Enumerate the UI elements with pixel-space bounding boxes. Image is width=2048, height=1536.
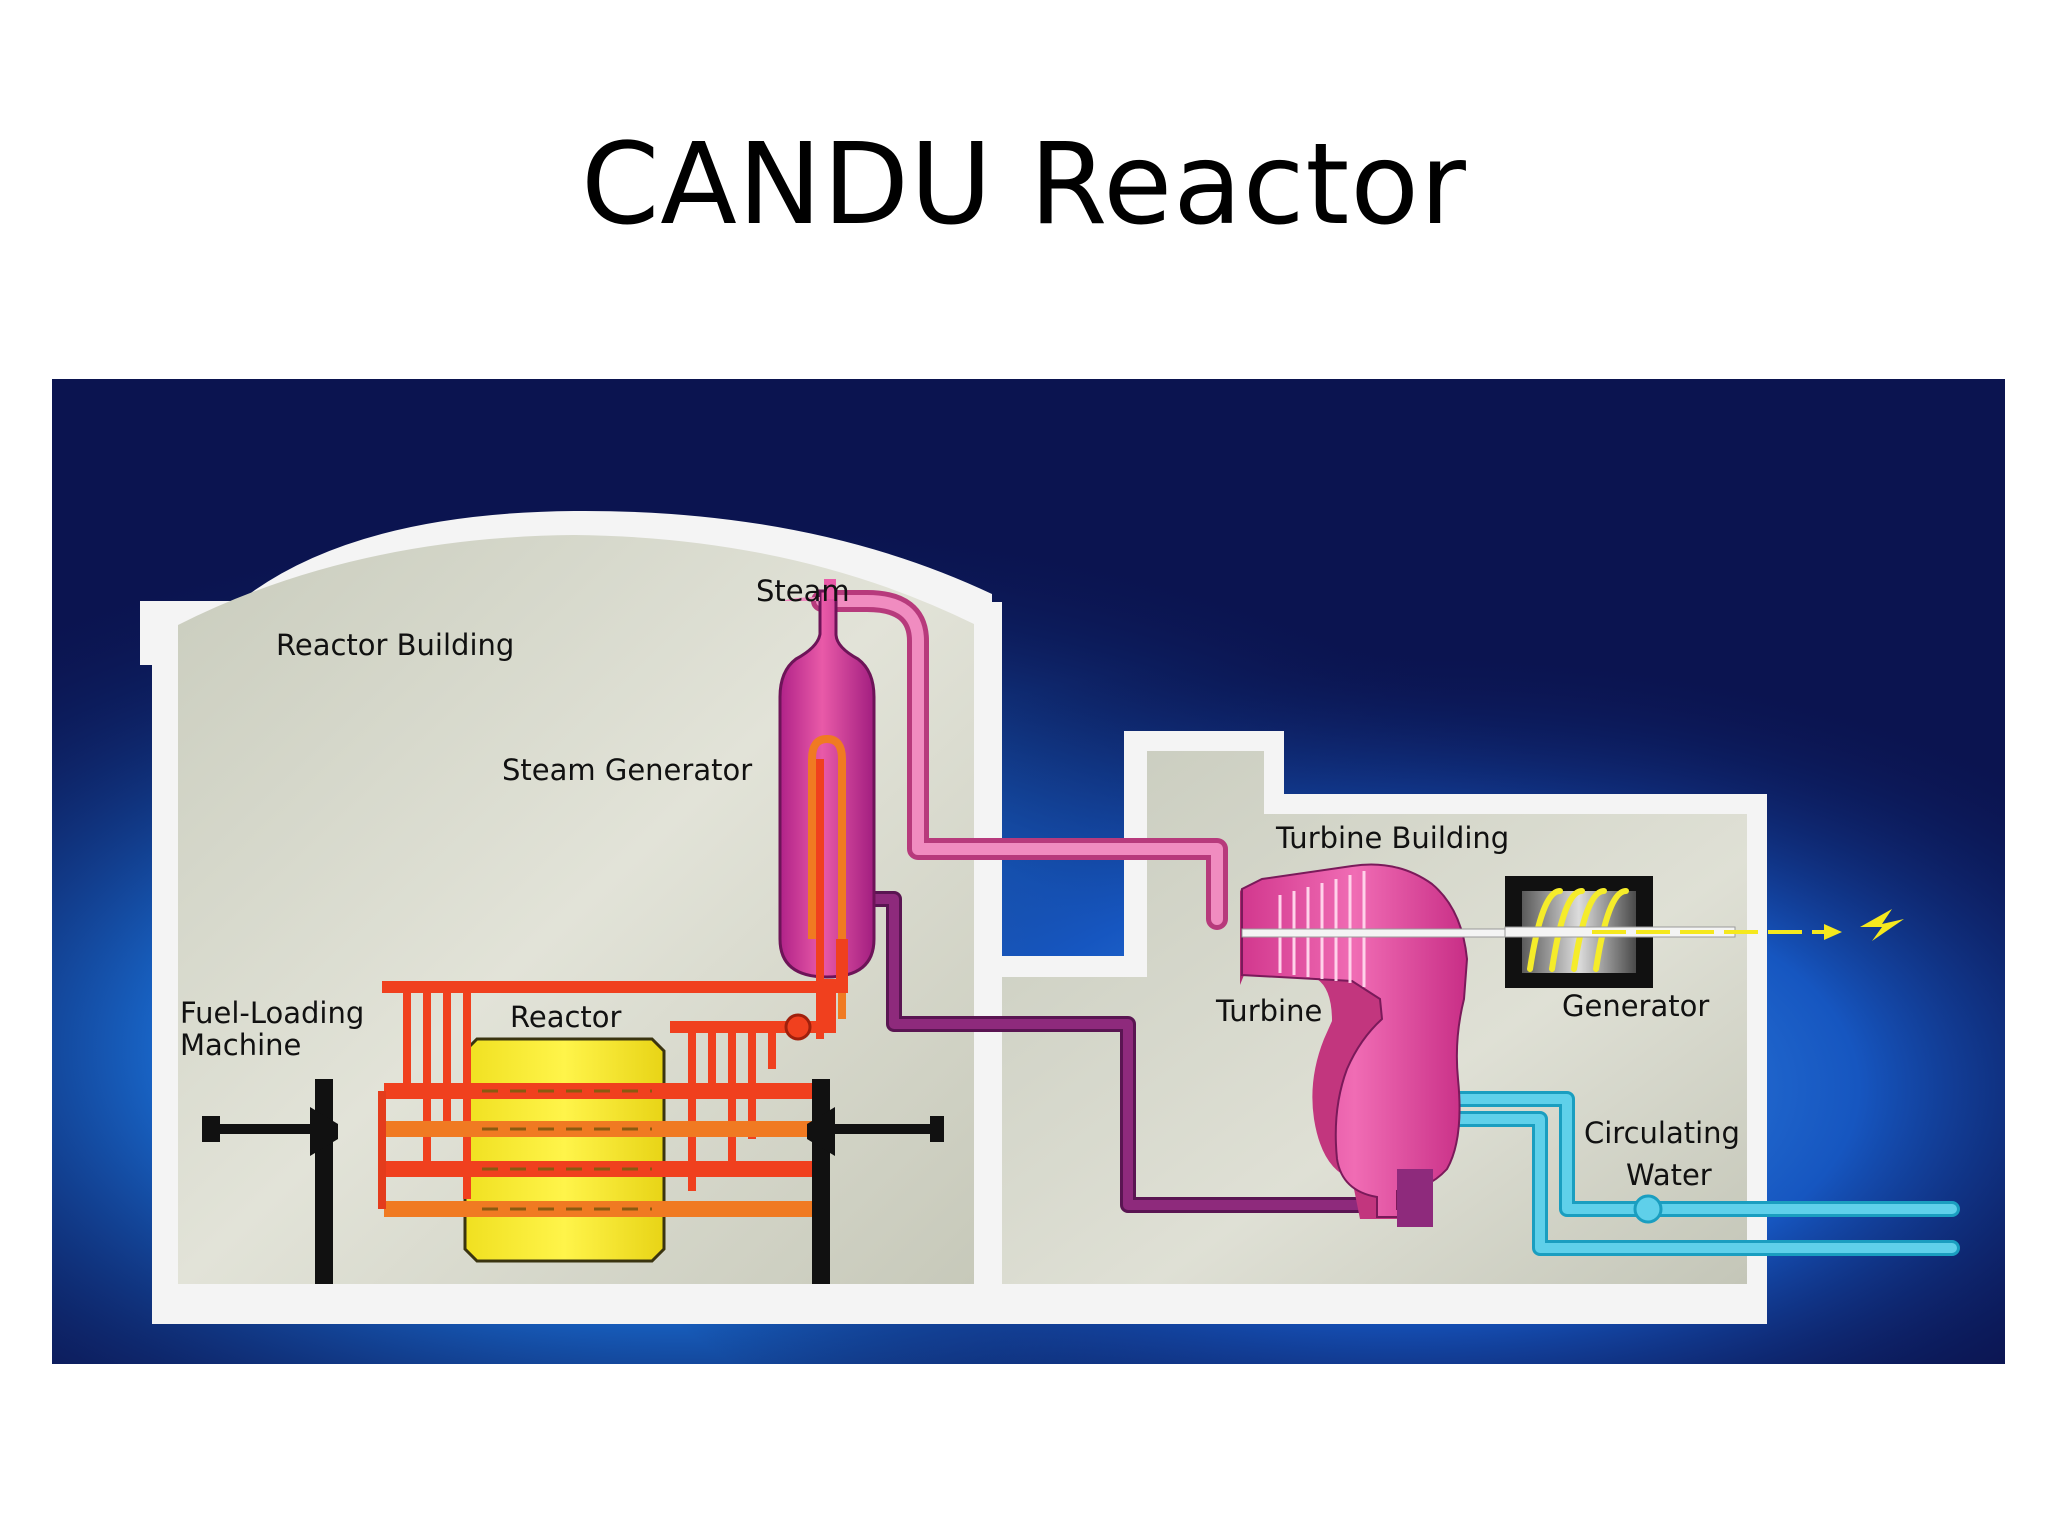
reactor-core — [463, 1037, 666, 1263]
label-fuel-loading: Fuel-Loading — [180, 996, 364, 1030]
label-turbine: Turbine — [1215, 994, 1322, 1028]
label-generator: Generator — [1562, 989, 1709, 1023]
label-circulating: Circulating — [1584, 1116, 1740, 1150]
fuel-loading-machine-left — [202, 1079, 338, 1284]
turbine — [1240, 863, 1563, 1227]
slide-title: CANDU Reactor — [581, 120, 1467, 250]
label-turbine-building: Turbine Building — [1275, 821, 1509, 855]
electricity-output — [1592, 909, 1904, 941]
coolant-pump — [784, 1013, 812, 1041]
label-reactor-building: Reactor Building — [276, 628, 514, 662]
candu-diagram: Steam Reactor Building Steam Generator T… — [52, 379, 2005, 1364]
steam-pipe — [811, 590, 1228, 930]
label-fuel-loading-machine: Machine — [180, 1028, 301, 1062]
label-steam-generator: Steam Generator — [502, 753, 752, 787]
lightning-bolt-icon — [1860, 909, 1904, 941]
fuel-loading-machine-right — [807, 1079, 944, 1284]
diagram-svg: Steam Reactor Building Steam Generator T… — [52, 379, 2005, 1364]
label-circulating-water: Water — [1626, 1158, 1712, 1192]
fuel-bundles — [482, 1089, 652, 1211]
cooling-water-pipes — [1384, 1091, 1960, 1256]
label-reactor: Reactor — [510, 1000, 622, 1034]
cooling-pump — [1633, 1194, 1663, 1224]
label-steam: Steam — [756, 574, 850, 608]
return-pipe — [862, 891, 1405, 1213]
